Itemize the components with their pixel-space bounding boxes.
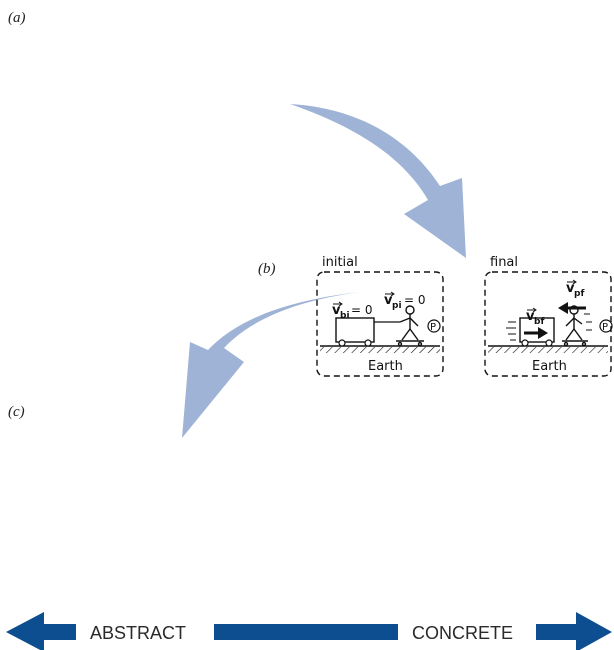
v-pi-symbol: v bbox=[384, 293, 393, 308]
panel-label-c: (c) bbox=[8, 404, 25, 420]
final-cart-velocity-label: v bf bbox=[524, 307, 548, 339]
v-bf-symbol: v bbox=[526, 309, 535, 324]
v-bf-arrow-head bbox=[538, 327, 548, 339]
v-bi-value: = 0 bbox=[351, 303, 373, 317]
panel-label-b: (b) bbox=[258, 261, 276, 277]
initial-frame-border bbox=[316, 271, 444, 377]
flow-arrow-b-to-c bbox=[182, 292, 360, 438]
initial-frame-title: initial bbox=[322, 255, 358, 270]
initial-cart bbox=[335, 317, 400, 347]
scale-label-concrete: CONCRETE bbox=[412, 623, 513, 643]
initial-person-badge-circle bbox=[427, 319, 441, 333]
initial-earth-label: Earth bbox=[368, 359, 403, 374]
panel-label-a: (a) bbox=[8, 10, 26, 26]
v-bi-symbol: v bbox=[332, 303, 341, 318]
final-frame-border bbox=[484, 271, 612, 377]
v-pi-subscript: pi bbox=[392, 301, 402, 311]
final-frame-title: final bbox=[490, 255, 518, 270]
final-earth-label: Earth bbox=[532, 359, 567, 374]
scale-right-arrow bbox=[536, 612, 612, 650]
initial-person-badge: P bbox=[430, 322, 436, 333]
v-pf-symbol: v bbox=[566, 281, 575, 296]
scale-left-arrow bbox=[6, 612, 76, 650]
initial-frame: initial Earth P v pi bbox=[316, 255, 444, 377]
final-person-badge: P bbox=[602, 322, 608, 333]
initial-person-velocity-label: v pi = 0 bbox=[384, 291, 426, 311]
final-ground-hatch bbox=[488, 347, 608, 353]
scale-middle-bar bbox=[214, 624, 398, 640]
final-person bbox=[562, 305, 592, 347]
final-person-velocity-label: v pf bbox=[558, 279, 586, 314]
flow-arrow-a-to-b bbox=[290, 104, 466, 258]
initial-cart-velocity-label: v bi = 0 bbox=[332, 301, 373, 321]
final-frame: final Earth bbox=[484, 255, 613, 377]
scale-label-abstract: ABSTRACT bbox=[90, 623, 186, 643]
final-cart bbox=[506, 317, 555, 347]
final-person-badge-circle bbox=[599, 319, 613, 333]
v-bf-subscript: bf bbox=[534, 317, 544, 327]
v-bi-subscript: bi bbox=[340, 311, 350, 321]
v-pf-subscript: pf bbox=[574, 289, 584, 299]
initial-person bbox=[396, 305, 424, 347]
abstract-concrete-scale: ABSTRACT CONCRETE bbox=[6, 612, 612, 650]
initial-ground-hatch bbox=[320, 347, 440, 353]
v-pi-value: = 0 bbox=[404, 293, 426, 307]
